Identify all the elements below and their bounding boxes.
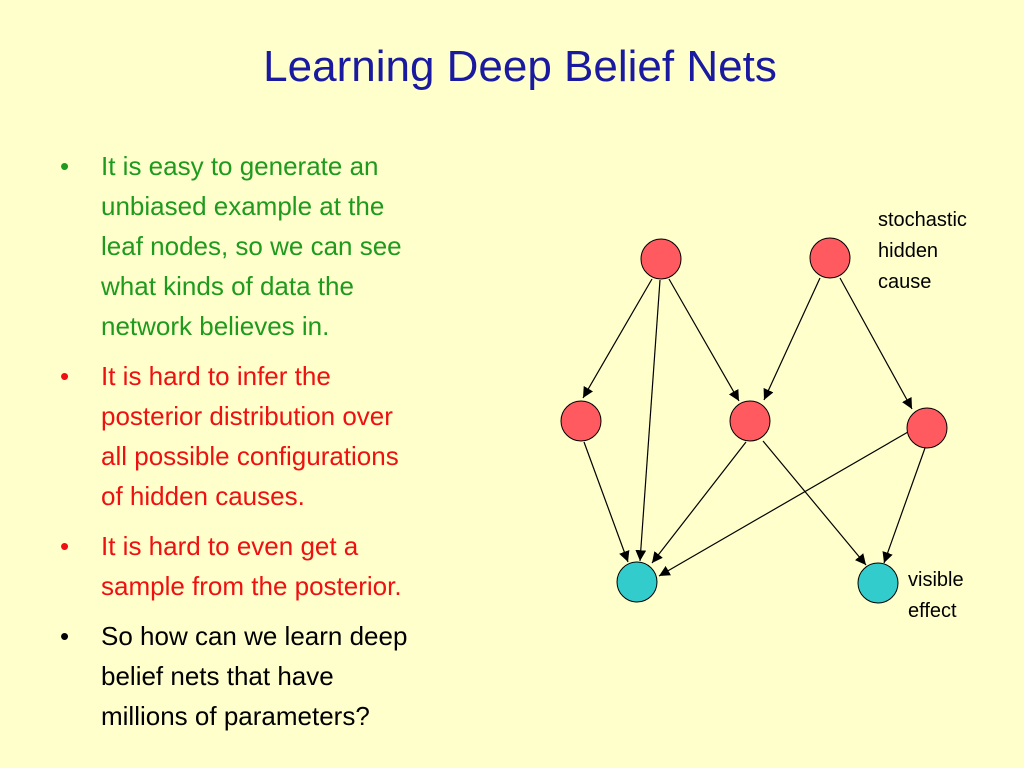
belief-net-diagram: stochastic hidden cause visible effect: [560, 209, 973, 620]
visible-effect-label-line: visible: [908, 569, 964, 591]
bullet-line: posterior distribution over: [101, 401, 393, 431]
bullet-line: network believes in.: [101, 311, 330, 341]
visible-node: [857, 562, 899, 604]
bullet-line: all possible configurations: [101, 441, 399, 471]
hidden-cause-label-line: hidden: [878, 240, 938, 262]
edge-h1-m1: [582, 278, 653, 399]
bullet-item: • It is easy to generate an unbiased exa…: [60, 146, 520, 346]
bullet-line: what kinds of data the: [101, 271, 354, 301]
bullet-line: So how can we learn deep: [101, 621, 408, 651]
bullet-line: of hidden causes.: [101, 481, 305, 511]
hidden-cause-label-line: stochastic: [878, 209, 967, 231]
hidden-cause-label: stochastic hidden cause: [878, 209, 973, 293]
bullet-dot: •: [60, 531, 70, 561]
visible-node: [616, 561, 658, 603]
bullet-dot: •: [60, 361, 70, 391]
edge-h1-m2: [668, 278, 740, 402]
edge-m2-v1: [651, 441, 747, 564]
bullet-dot: •: [60, 151, 70, 181]
bullet-line: millions of parameters?: [101, 701, 370, 731]
edge-m1-v1: [583, 441, 630, 563]
bullet-line: It is easy to generate an: [101, 151, 379, 181]
bullet-line: It is hard to infer the: [101, 361, 331, 391]
hidden-cause-label-line: cause: [878, 271, 931, 293]
edge-h2-m3: [839, 277, 913, 410]
edge-m2-v2: [762, 440, 867, 566]
bullet-line: leaf nodes, so we can see: [101, 231, 402, 261]
bullet-dot: •: [60, 621, 70, 651]
hidden-node: [640, 238, 682, 280]
hidden-node: [906, 407, 948, 449]
edge-h2-m2: [763, 277, 821, 401]
edge-m3-v2: [882, 447, 926, 564]
edge-h1-v1: [635, 279, 661, 562]
bullet-item: • So how can we learn deep belief nets t…: [60, 616, 520, 736]
bullet-list: • It is easy to generate an unbiased exa…: [60, 146, 520, 746]
bullet-line: sample from the posterior.: [101, 571, 402, 601]
slide-title: Learning Deep Belief Nets: [263, 42, 777, 91]
edge-m3-v1: [658, 431, 909, 577]
hidden-node: [809, 237, 851, 279]
bullet-line: unbiased example at the: [101, 191, 385, 221]
bullet-line: belief nets that have: [101, 661, 334, 691]
hidden-node: [729, 400, 771, 442]
bullet-item: • It is hard to even get a sample from t…: [60, 526, 520, 606]
edges: [582, 277, 926, 577]
bullet-item: • It is hard to infer the posterior dist…: [60, 356, 520, 516]
hidden-node: [560, 400, 602, 442]
visible-effect-label: visible effect: [908, 569, 969, 620]
visible-effect-label-line: effect: [908, 600, 957, 620]
bullet-line: It is hard to even get a: [101, 531, 359, 561]
